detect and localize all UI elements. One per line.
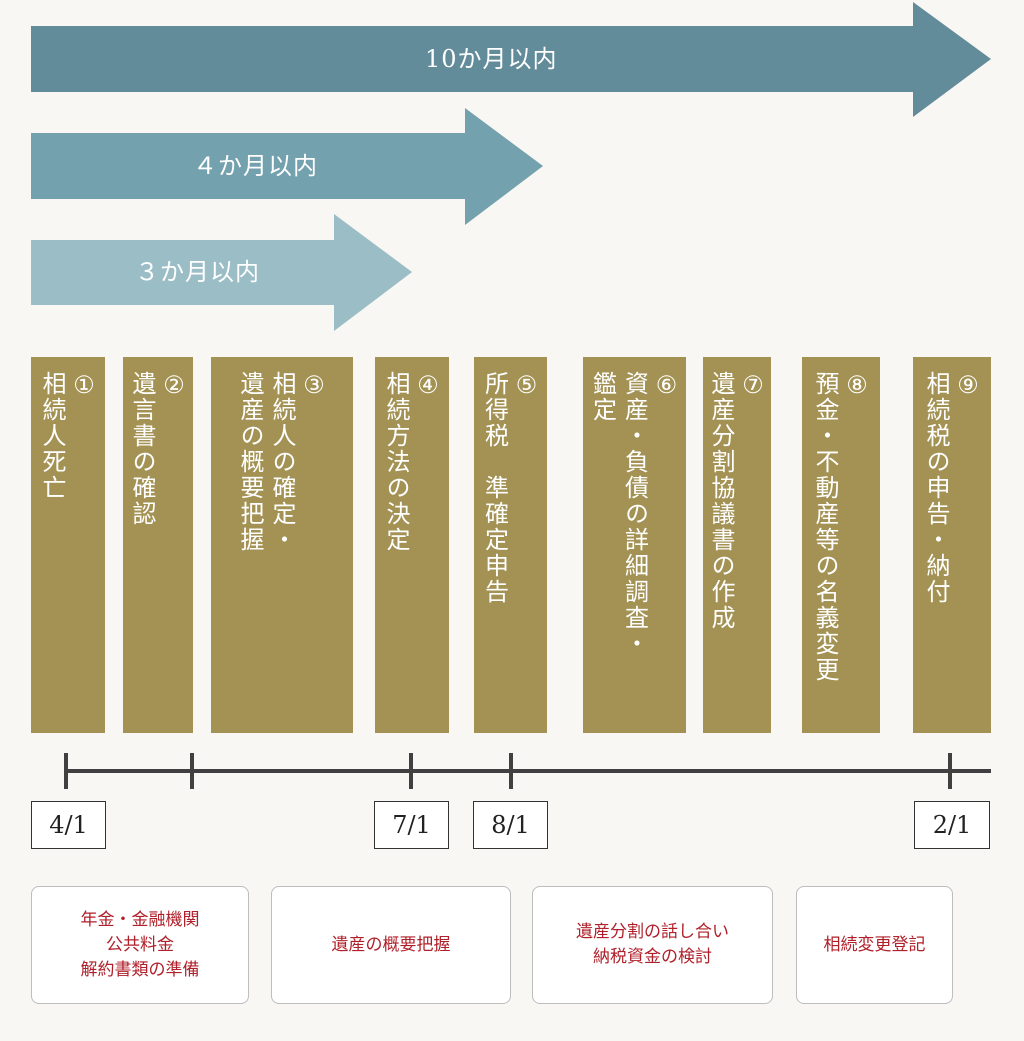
date-box-august: 8/1 <box>473 801 548 849</box>
date-box-july: 7/1 <box>374 801 449 849</box>
step-label-4: ④ 相続方法の決定 <box>382 371 442 553</box>
step-label-3: ③ 相続人の確定・ 遺産の概要把握 <box>236 371 328 553</box>
task-box-registration-change: 相続変更登記 <box>796 886 953 1004</box>
step-label-6: ⑥ 資産・負債の詳細調査・ 鑑定 <box>588 371 681 657</box>
task-box-division-discussion: 遺産分割の話し合い 納税資金の検討 <box>532 886 773 1004</box>
step-label-9: ⑨ 相続税の申告・納付 <box>922 371 982 605</box>
arrow-label-10-months: 10か月以内 <box>425 45 558 73</box>
arrow-4-months <box>31 108 543 225</box>
step-label-5: ⑤ 所得税 準確定申告 <box>480 371 541 605</box>
period-arrows <box>31 2 991 331</box>
task-box-estate-overview: 遺産の概要把握 <box>271 886 511 1004</box>
arrow-3-months <box>31 214 412 331</box>
arrow-label-4-months: ４か月以内 <box>193 152 318 180</box>
arrow-label-3-months: ３か月以内 <box>135 258 260 286</box>
step-label-8: ⑧ 預金・不動産等の名義変更 <box>811 371 871 683</box>
arrow-10-months <box>31 2 991 117</box>
step-column-8: ⑧ 預金・不動産等の名義変更 <box>802 357 880 733</box>
task-box-pension-utilities: 年金・金融機関 公共料金 解約書類の準備 <box>31 886 249 1004</box>
step-column-2: ② 遺言書の確認 <box>123 357 193 733</box>
step-column-1: ① 相続人死亡 <box>31 357 105 733</box>
step-column-5: ⑤ 所得税 準確定申告 <box>474 357 547 733</box>
timeline <box>64 753 991 789</box>
step-column-6: ⑥ 資産・負債の詳細調査・ 鑑定 <box>583 357 686 733</box>
step-label-7: ⑦ 遺産分割協議書の作成 <box>707 371 767 631</box>
step-column-9: ⑨ 相続税の申告・納付 <box>913 357 991 733</box>
step-column-3: ③ 相続人の確定・ 遺産の概要把握 <box>211 357 353 733</box>
date-box-february: 2/1 <box>914 801 990 849</box>
step-label-1: ① 相続人死亡 <box>38 371 98 501</box>
step-column-7: ⑦ 遺産分割協議書の作成 <box>703 357 771 733</box>
step-column-4: ④ 相続方法の決定 <box>375 357 449 733</box>
step-label-2: ② 遺言書の確認 <box>128 371 188 527</box>
date-box-start: 4/1 <box>31 801 106 849</box>
